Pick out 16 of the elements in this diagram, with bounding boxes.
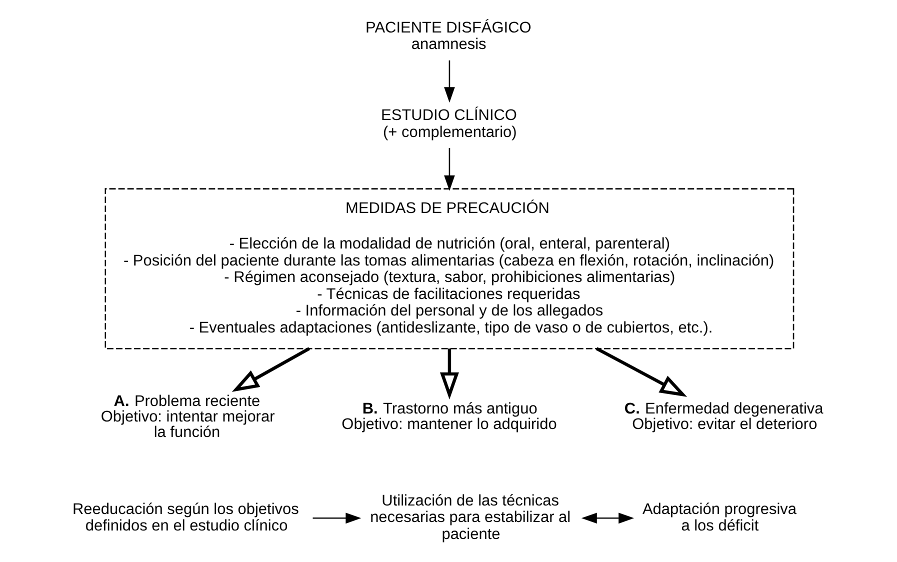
arrow xyxy=(581,512,634,524)
node-text: PACIENTE DISFÁGICO anamnesis xyxy=(366,19,532,54)
arrow xyxy=(596,347,688,397)
node-text: Adaptación progresiva a los déficit xyxy=(642,500,797,535)
node-text: B. Trastorno más antiguo Objetivo: mantener lo adquirido xyxy=(342,400,557,434)
arrow xyxy=(312,512,362,524)
arrow xyxy=(232,347,310,392)
arrow xyxy=(440,348,459,400)
node-box: MEDIDAS DE PRECAUCIÓN - Elección de la modalidad de nutrición (oral, enteral, parenteral) - Posición del paciente durante las tomas alimentarias (cabeza en flexión, rotación, inclinación) - Régimen aconsejado (textura, sabor, prohibiciones alimentarias) - Técnicas de facilitaciones requeridas - Información del personal y de los allegados - Eventuales adaptaciones (antideslizante, tipo de vaso o de cubiertos, etc.). xyxy=(104,188,794,350)
node-text: C. Enfermedad degenerativa Objetivo: evitar el deterioro xyxy=(624,400,824,434)
node-text: Reeducación según los objetivos definidos en el estudio clínico xyxy=(72,500,299,535)
arrow xyxy=(444,60,455,103)
node-text: A. Problema reciente Objetivo: intentar mejorar la función xyxy=(100,392,275,441)
arrow xyxy=(444,148,455,191)
node-text: ESTUDIO CLÍNICO (+ complementario) xyxy=(381,107,517,141)
node-text: Utilización de las técnicas necesarias para estabilizar al paciente xyxy=(370,492,571,543)
